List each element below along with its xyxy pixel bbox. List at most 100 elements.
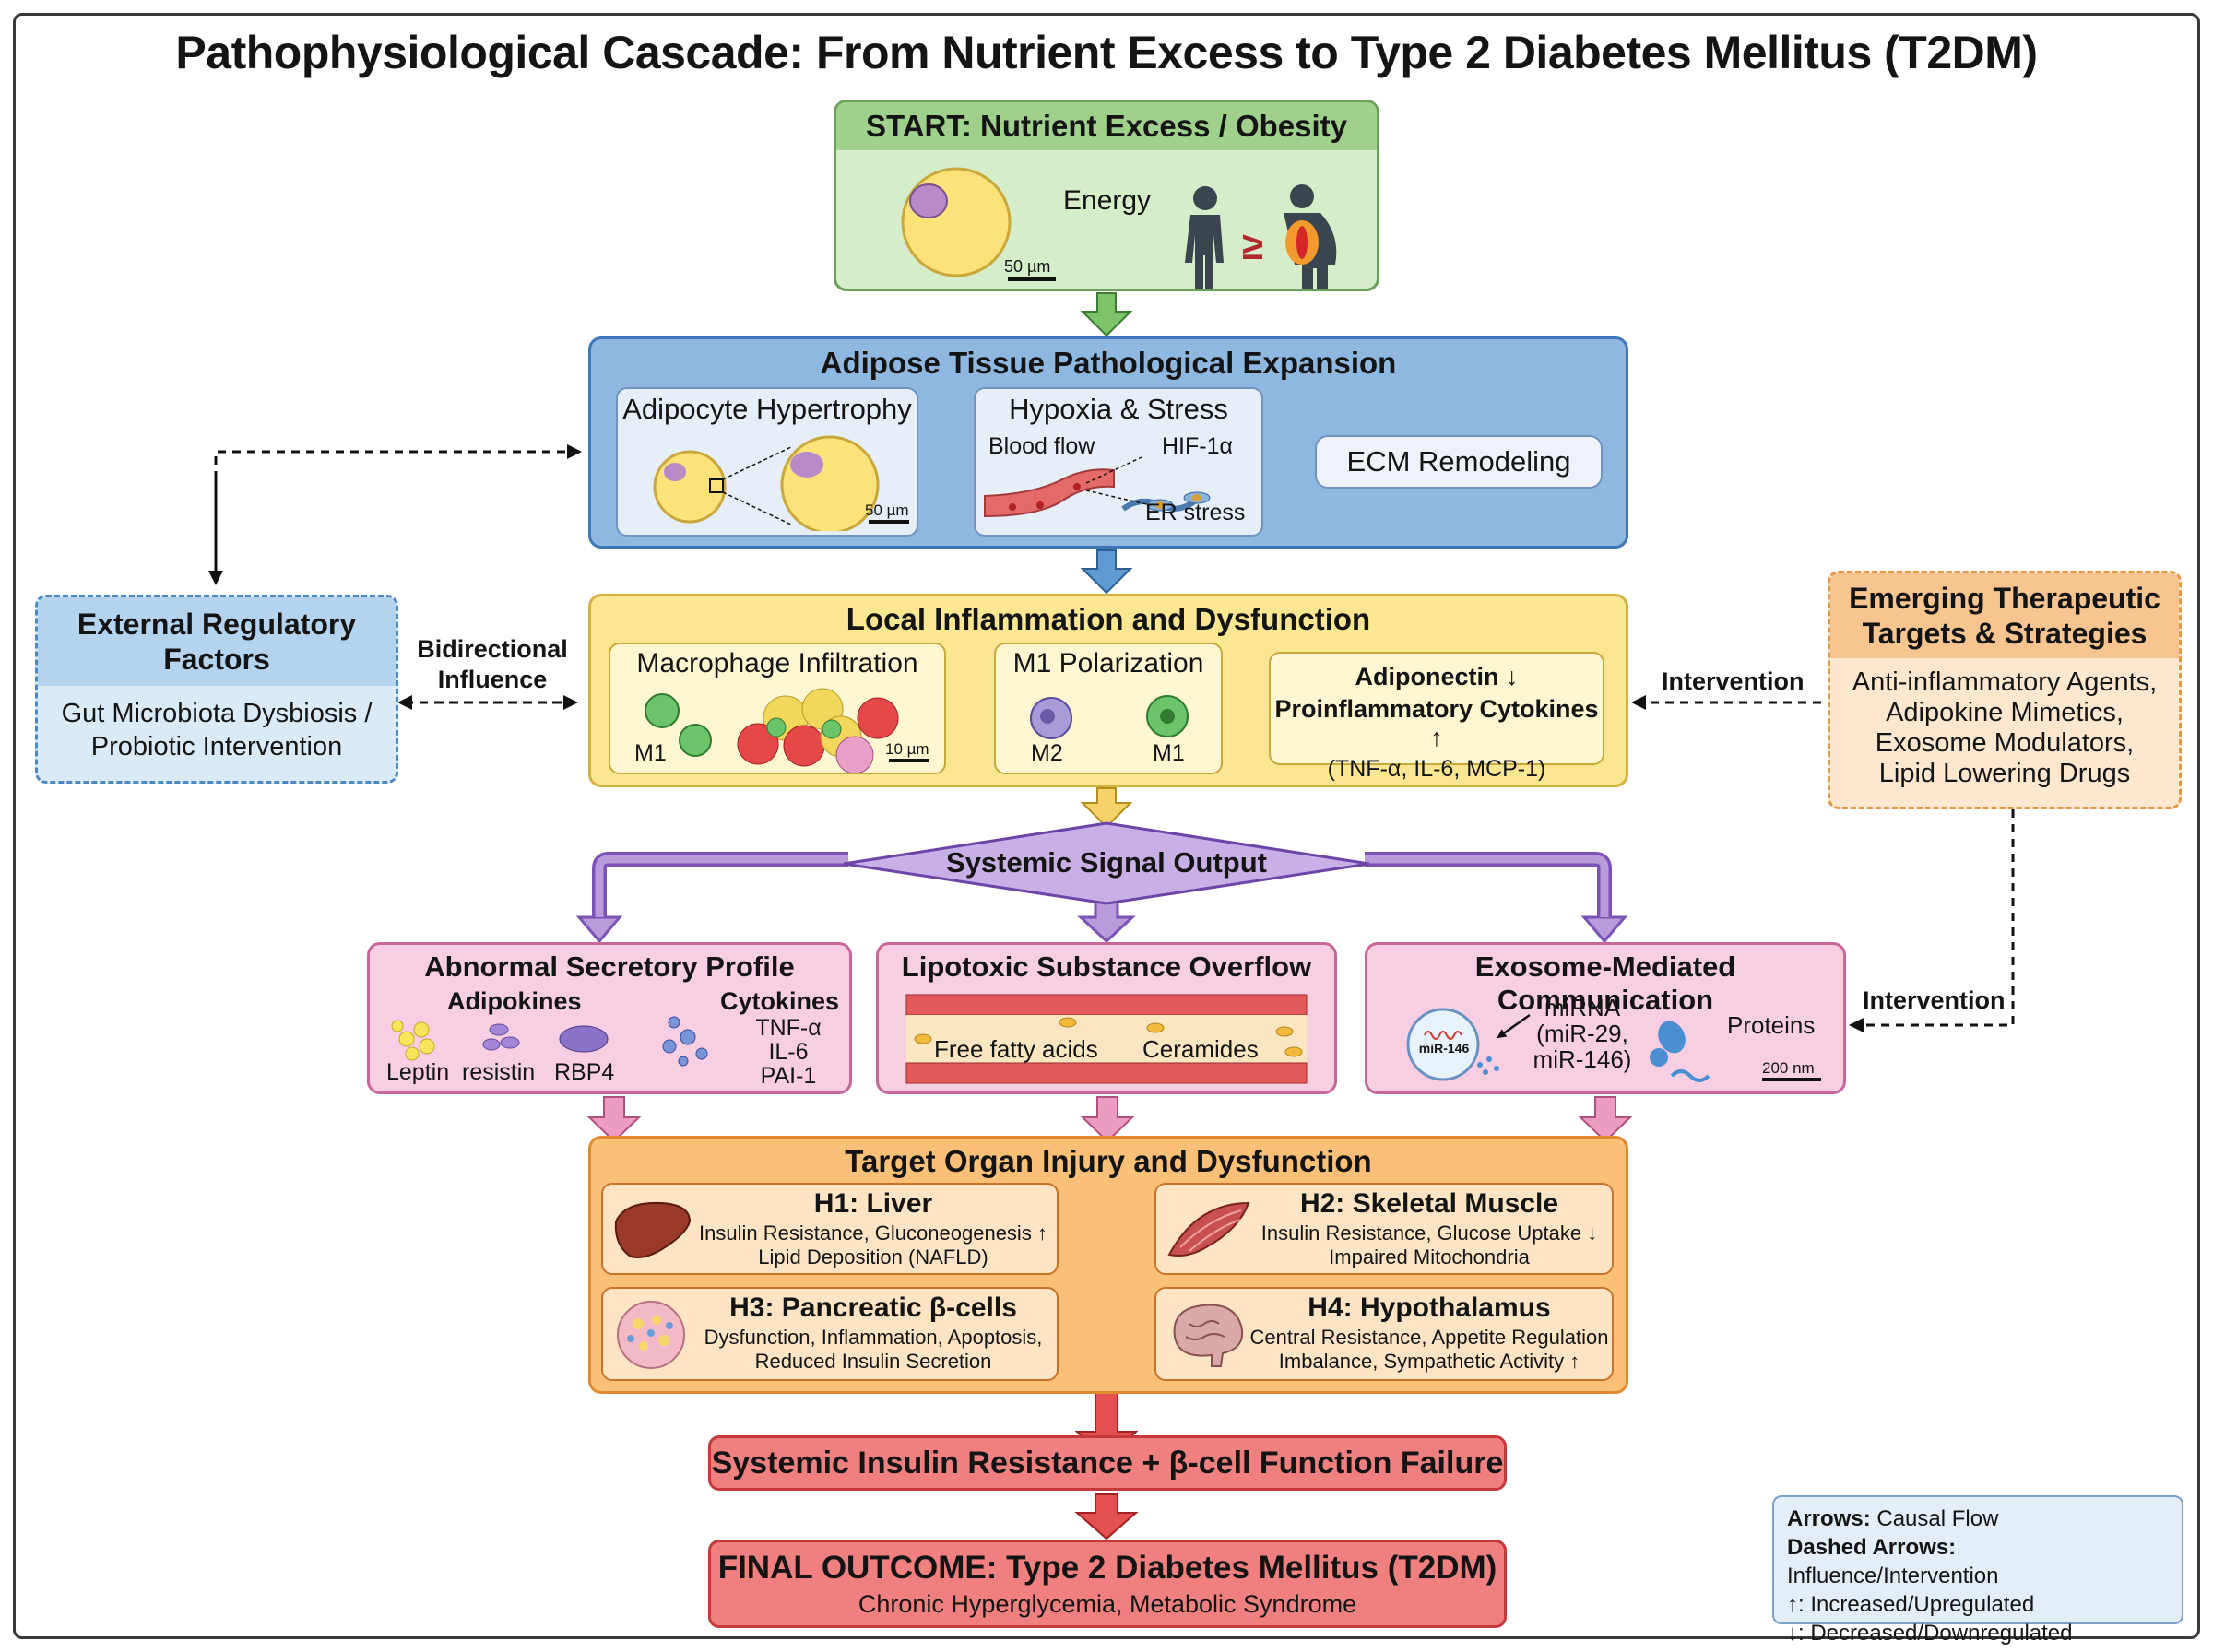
blood-flow-label: Blood flow — [988, 433, 1095, 459]
lipotoxic-panel: Lipotoxic Substance Overflow Free fatty … — [876, 942, 1337, 1094]
exosome-scale-bar — [1762, 1078, 1821, 1081]
hypertrophy-box: Adipocyte Hypertrophy 50 µm — [616, 387, 918, 537]
systemic-signal-diamond — [843, 821, 1370, 905]
rbp4-label: RBP4 — [554, 1059, 615, 1085]
h1-line2: Lipid Deposition (NAFLD) — [758, 1245, 988, 1268]
external-body: Gut Microbiota Dysbiosis / Probiotic Int… — [61, 699, 373, 761]
macrophage-box: Macrophage Infiltration M1 10 µm — [609, 643, 946, 774]
m2-label: M2 — [1031, 740, 1063, 766]
ceramides-label: Ceramides — [1142, 1035, 1259, 1063]
adipokines-label: Adipokines — [447, 987, 582, 1015]
intervention-label-1: Intervention — [1662, 667, 1805, 695]
dashed-influence-arrows — [208, 444, 2015, 1032]
exosome-illustration — [1406, 1008, 1710, 1082]
h4-text: H4: Hypothalamus Central Resistance, App… — [1249, 1292, 1610, 1374]
failure-box: Systemic Insulin Resistance + β-cell Fun… — [708, 1435, 1507, 1491]
vesicle-label: miR-146 — [1418, 1041, 1470, 1056]
legend-dashed-val: Influence/Intervention — [1787, 1564, 1999, 1588]
person-lean-icon — [1185, 186, 1224, 289]
adipose-header: Adipose Tissue Pathological Expansion — [820, 346, 1397, 380]
secretory-panel: Abnormal Secretory Profile Adipokines Cy… — [367, 942, 852, 1094]
inflammation-header: Local Inflammation and Dysfunction — [846, 602, 1371, 636]
h1-text: H1: Liver Insulin Resistance, Gluconeoge… — [691, 1188, 1056, 1269]
cytokine-box: Adiponectin ↓ Proinflammatory Cytokines … — [1269, 652, 1604, 782]
external-header: External Regulatory Factors — [38, 597, 396, 686]
person-obese-icon — [1284, 184, 1337, 289]
pai1-label: PAI-1 — [760, 1063, 817, 1089]
diagram-title: Pathophysiological Cascade: From Nutrien… — [175, 27, 2038, 78]
leptin-label: Leptin — [386, 1059, 450, 1085]
diagram-frame — [13, 13, 2200, 1639]
adipose-scale-bar — [869, 520, 909, 524]
lipotoxic-header: Lipotoxic Substance Overflow — [901, 950, 1312, 983]
h4-line2: Imbalance, Sympathetic Activity ↑ — [1278, 1350, 1580, 1373]
therapeutic-header: Emerging Therapeutic Targets & Strategie… — [1830, 573, 2179, 658]
exosome-scale-label: 200 nm — [1762, 1059, 1815, 1077]
h2-text: H2: Skeletal Muscle Insulin Resistance, … — [1249, 1188, 1610, 1269]
tnf-label: TNF-α — [755, 1015, 822, 1041]
h1-line1: Insulin Resistance, Gluconeogenesis ↑ — [699, 1221, 1047, 1245]
start-scale-bar — [1008, 277, 1056, 281]
h2-title: H2: Skeletal Muscle — [1299, 1188, 1559, 1219]
macrophage-label: Macrophage Infiltration — [636, 648, 918, 678]
organ-header: Target Organ Injury and Dysfunction — [845, 1144, 1372, 1178]
start-illustration: ≥ — [901, 167, 1337, 289]
legend-dashed-key: Dashed Arrows: — [1787, 1535, 1957, 1560]
macrophage-scale-bar — [889, 759, 929, 762]
il6-label: IL-6 — [768, 1039, 809, 1065]
h2-line1: Insulin Resistance, Glucose Uptake ↓ — [1260, 1221, 1598, 1245]
polarization-label: M1 Polarization — [1012, 648, 1204, 678]
polarization-illustration — [1030, 695, 1189, 739]
ecm-box: ECM Remodeling — [1315, 435, 1603, 489]
pancreatic-cell-icon — [617, 1301, 685, 1369]
flow-arrow-start-to-adipose — [1080, 292, 1133, 337]
proinflammatory-label: Proinflammatory Cytokines ↑ — [1274, 695, 1599, 751]
flow-arrows-secretion-to-organ — [586, 1096, 1633, 1143]
m1-label-a: M1 — [634, 740, 667, 766]
organ-h2-box: H2: Skeletal Muscle Insulin Resistance, … — [1154, 1183, 1614, 1275]
skeletal-muscle-icon — [1167, 1201, 1250, 1257]
proteins-label: Proteins — [1727, 1011, 1816, 1039]
hypoxia-label: Hypoxia & Stress — [1009, 393, 1228, 425]
hif-label: HIF-1α — [1162, 433, 1233, 459]
hypertrophy-illustration — [653, 435, 880, 531]
organ-h4-box: H4: Hypothalamus Central Resistance, App… — [1154, 1287, 1614, 1381]
intervention-label-2: Intervention — [1863, 986, 2006, 1014]
external-panel: External Regulatory Factors Gut Microbio… — [35, 595, 398, 784]
legend-down: ↓: Decreased/Downregulated — [1787, 1621, 2073, 1646]
polarization-box: M1 Polarization M2 M1 — [994, 643, 1223, 774]
secretory-header: Abnormal Secretory Profile — [424, 950, 795, 983]
energy-label: Energy — [1063, 185, 1152, 216]
adipose-scale-label: 50 µm — [865, 502, 909, 519]
h4-line1: Central Resistance, Appetite Regulation — [1249, 1326, 1609, 1349]
exosome-panel: Exosome-Mediated Communication miR-146 m… — [1365, 942, 1846, 1094]
h3-title: H3: Pancreatic β-cells — [729, 1292, 1017, 1323]
flow-arrow-adipose-to-inflammation — [1080, 549, 1133, 595]
secretory-illustration — [391, 1016, 708, 1067]
h1-title: H1: Liver — [813, 1188, 933, 1219]
therapeutic-item-2: Adipokine Mimetics, — [1886, 698, 2124, 727]
hypoxia-box: Hypoxia & Stress Blood flow HIF-1α ER st… — [974, 387, 1263, 537]
final-header: FINAL OUTCOME: Type 2 Diabetes Mellitus … — [717, 1550, 1497, 1586]
legend-arrows-key: Arrows: — [1787, 1506, 1871, 1531]
legend-arrows-val: Causal Flow — [1876, 1506, 1999, 1531]
m1-label-b: M1 — [1153, 740, 1185, 766]
final-outcome-box: FINAL OUTCOME: Type 2 Diabetes Mellitus … — [708, 1540, 1507, 1628]
exosome-header: Exosome-Mediated Communication — [1474, 950, 1736, 1016]
h2-line2: Impaired Mitochondria — [1329, 1245, 1530, 1268]
start-scale-label: 50 µm — [1004, 257, 1051, 276]
mirna-label: miRNA (miR-29, miR-146) — [1533, 994, 1632, 1073]
h3-text: H3: Pancreatic β-cells Dysfunction, Infl… — [691, 1292, 1056, 1374]
organ-h1-box: H1: Liver Insulin Resistance, Gluconeoge… — [601, 1183, 1059, 1275]
legend-arrows: Arrows: Causal Flow — [1787, 1504, 2169, 1533]
failure-label: Systemic Insulin Resistance + β-cell Fun… — [711, 1446, 1504, 1481]
macrophage-illustration — [645, 688, 899, 773]
h4-title: H4: Hypothalamus — [1308, 1292, 1551, 1323]
blood-vessel-illustration — [984, 456, 1211, 518]
flow-arrow-inflammation-to-systemic — [1080, 787, 1133, 829]
organ-h3-box: H3: Pancreatic β-cells Dysfunction, Infl… — [601, 1287, 1059, 1381]
therapeutic-item-1: Anti-inflammatory Agents, — [1852, 667, 2158, 697]
ecm-label: ECM Remodeling — [1346, 445, 1571, 478]
lipotoxic-vessel-illustration — [905, 994, 1308, 1084]
ffa-label: Free fatty acids — [934, 1035, 1098, 1063]
